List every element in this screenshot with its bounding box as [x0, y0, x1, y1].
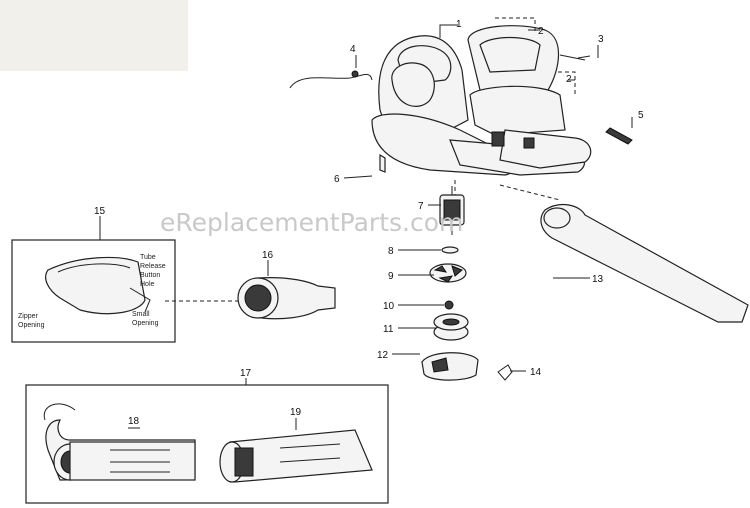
callout-7: 7	[418, 201, 424, 212]
bag-label-release: Release	[140, 263, 166, 270]
callout-12: 12	[377, 350, 389, 361]
bag-label-zipper: Zipper	[18, 313, 39, 320]
callout-4: 4	[350, 44, 356, 55]
part-collection-bag	[45, 256, 151, 315]
callout-2b: 2	[566, 74, 572, 85]
part-cord-plug	[351, 70, 359, 78]
watermark: eReplacementParts.com	[160, 208, 463, 237]
bag-label-hole: Hole	[140, 281, 155, 288]
bag-label-tube: Tube	[140, 254, 156, 261]
part-tube-latch	[605, 127, 633, 145]
part-vacuum-nozzle	[219, 429, 373, 483]
callout-15: 15	[94, 206, 106, 217]
callout-10: 10	[383, 301, 395, 312]
callout-18: 18	[128, 416, 140, 427]
callout-11: 11	[383, 324, 394, 335]
part-cord	[289, 73, 373, 89]
bag-label-small-opening: Opening	[132, 320, 159, 327]
callout-14: 14	[530, 367, 542, 378]
callout-2a: 2	[538, 26, 544, 37]
callout-17: 17	[240, 368, 252, 379]
callout-19: 19	[290, 407, 302, 418]
callout-5: 5	[638, 110, 644, 121]
bag-labels: Tube Release Button Hole Zipper Opening …	[18, 254, 166, 329]
callouts: 1 2 3 4 2 5 6 7 8 9 10 11 12 14 13 15 16…	[94, 19, 644, 427]
corner-panel	[0, 0, 188, 71]
callout-16: 16	[262, 250, 274, 261]
kit-box	[25, 384, 389, 504]
callout-1: 1	[456, 19, 462, 30]
part-motor	[439, 186, 465, 235]
part-fan	[429, 263, 467, 283]
part-washer	[441, 246, 459, 254]
bag-box	[11, 239, 176, 343]
bag-label-button: Button	[140, 272, 160, 279]
callout-8: 8	[388, 246, 394, 257]
callout-3: 3	[598, 34, 604, 45]
part-fan-housing	[433, 313, 469, 341]
callout-13: 13	[592, 274, 604, 285]
bag-label-small: Small	[132, 311, 150, 318]
part-small-screw	[559, 54, 591, 61]
bag-label-zipper-opening: Opening	[18, 322, 45, 329]
callout-6: 6	[334, 174, 340, 185]
part-blower-tube	[540, 203, 749, 323]
part-housing	[371, 25, 592, 176]
part-nut	[444, 300, 454, 310]
part-clip	[497, 364, 513, 381]
callout-9: 9	[388, 271, 394, 282]
part-vacuum-tube	[43, 403, 196, 481]
leader-lines	[99, 24, 633, 430]
part-fan-cover	[421, 352, 479, 381]
part-adapter	[237, 277, 336, 320]
